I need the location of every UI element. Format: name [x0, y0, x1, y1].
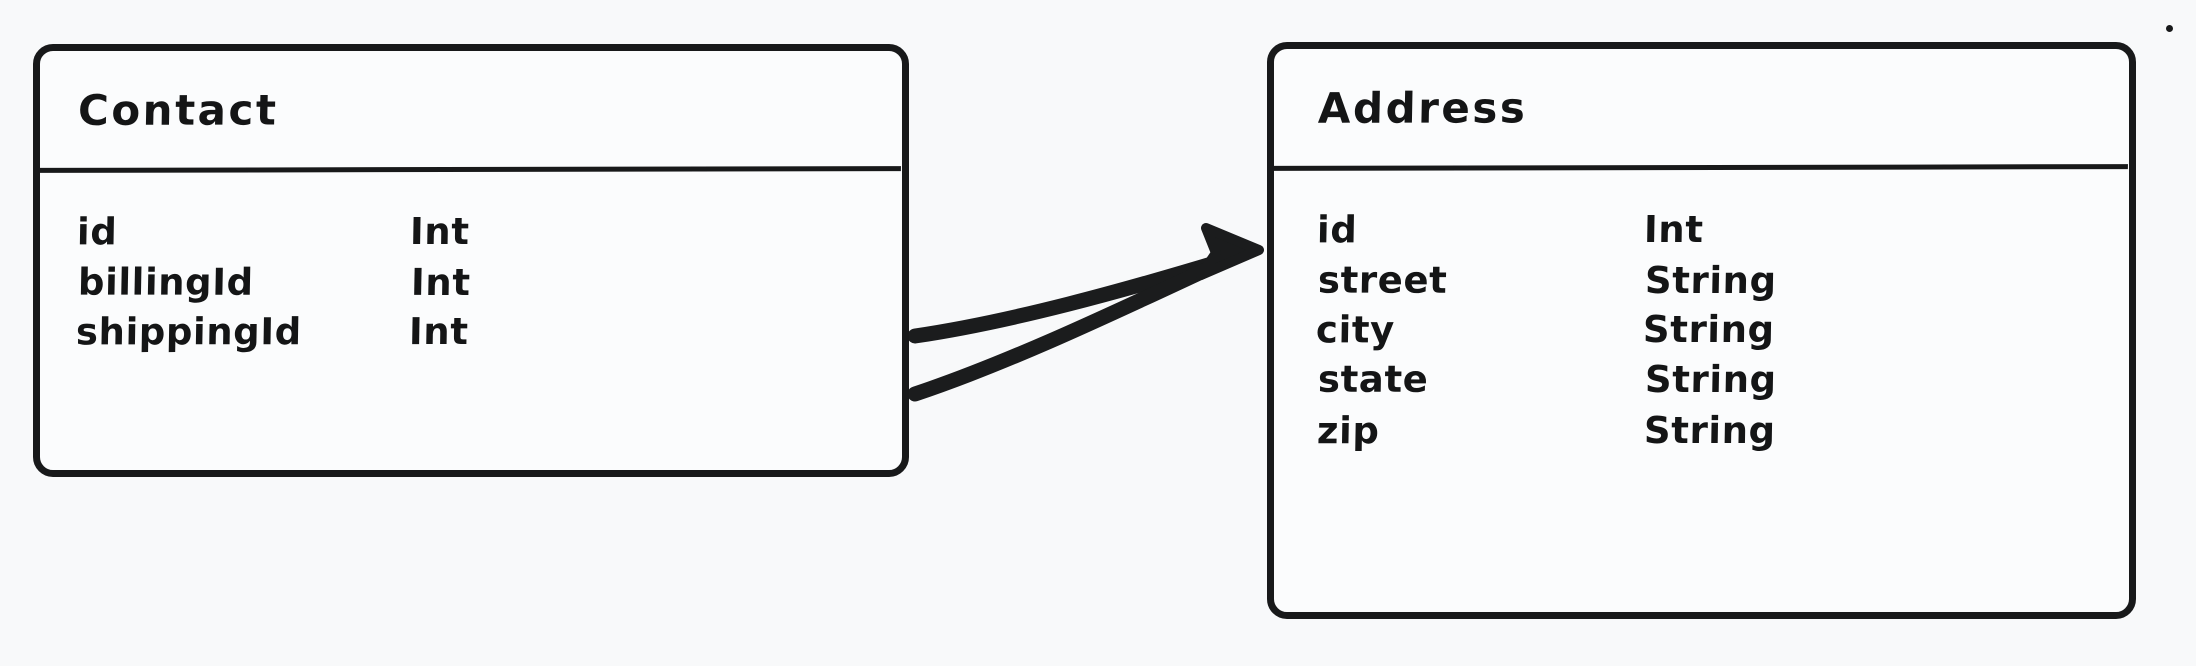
field-row[interactable]: zip String: [1274, 409, 2129, 460]
field-row[interactable]: shippingId Int: [39, 310, 901, 361]
field-type: Int: [410, 260, 472, 304]
entity-fields-address: id Int street String city String state S…: [1274, 170, 2129, 458]
field-name: id: [76, 210, 118, 254]
field-name: billingId: [77, 260, 255, 304]
field-name: street: [1317, 258, 1448, 302]
field-row[interactable]: id Int: [40, 210, 902, 261]
field-row[interactable]: state String: [1275, 358, 2130, 409]
field-type: Int: [408, 310, 469, 354]
field-type: Int: [1643, 207, 1704, 252]
entity-title-contact: Contact: [38, 50, 904, 173]
field-row[interactable]: id Int: [1274, 208, 2129, 259]
field-name: city: [1315, 308, 1396, 352]
entity-title-address: Address: [1272, 48, 2131, 171]
field-type: String: [1644, 357, 1778, 402]
field-type: String: [1643, 408, 1777, 453]
field-row[interactable]: city String: [1273, 308, 2128, 359]
stray-ink-dot: [2166, 25, 2173, 32]
field-name: zip: [1316, 409, 1380, 453]
field-name: shippingId: [75, 310, 303, 354]
entity-box-address[interactable]: Address id Int street String city String…: [1267, 42, 2136, 619]
entity-box-contact[interactable]: Contact id Int billingId Int shippingId …: [33, 44, 909, 477]
entity-fields-contact: id Int billingId Int shippingId Int: [40, 172, 902, 360]
field-row[interactable]: billingId Int: [41, 261, 903, 312]
field-name: state: [1317, 357, 1429, 401]
field-type: String: [1642, 307, 1776, 352]
field-type: String: [1644, 258, 1778, 303]
field-row[interactable]: street String: [1275, 259, 2130, 310]
field-name: id: [1316, 208, 1358, 252]
field-type: Int: [409, 210, 470, 254]
